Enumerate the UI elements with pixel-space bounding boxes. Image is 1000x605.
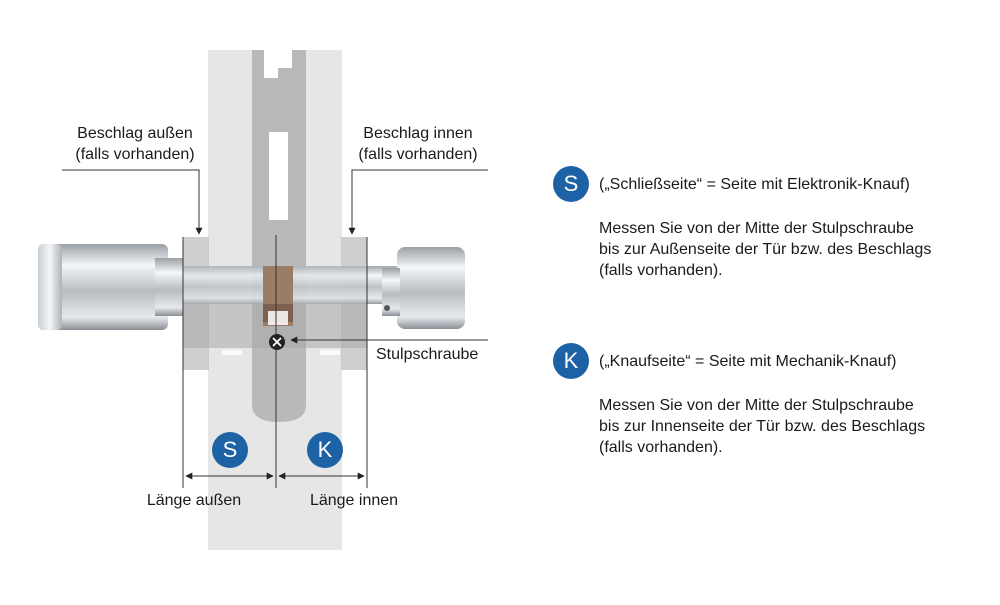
outer-fitting-label-line1: Beschlag außen bbox=[77, 125, 193, 142]
mechanical-knob bbox=[397, 247, 465, 329]
outer-fitting-leader bbox=[62, 169, 203, 235]
legend-k-badge: K bbox=[553, 343, 589, 379]
inner-fitting-label: Beschlag innen (falls vorhanden) bbox=[343, 123, 493, 165]
legend-s-desc-line2: bis zur Außenseite der Tür bzw. des Besc… bbox=[599, 241, 932, 258]
legend-k-description: Messen Sie von der Mitte der Stulpschrau… bbox=[599, 395, 925, 458]
electronic-knob bbox=[38, 244, 168, 330]
legend-s-description: Messen Sie von der Mitte der Stulpschrau… bbox=[599, 218, 931, 281]
lock-faceplate bbox=[252, 50, 306, 422]
legend-s-desc-line1: Messen Sie von der Mitte der Stulpschrau… bbox=[599, 220, 914, 237]
inner-fitting-label-line1: Beschlag innen bbox=[363, 125, 473, 142]
legend-k-desc-line1: Messen Sie von der Mitte der Stulpschrau… bbox=[599, 397, 914, 414]
legend-k-title: („Knaufseite“ = Seite mit Mechanik-Knauf… bbox=[599, 353, 897, 370]
legend-k-desc-line2: bis zur Innenseite der Tür bzw. des Besc… bbox=[599, 418, 926, 435]
length-inner-label: Länge innen bbox=[309, 492, 399, 509]
k-marker: K bbox=[307, 432, 343, 468]
legend-s-badge: S bbox=[553, 166, 589, 202]
faceplate-slot bbox=[269, 132, 288, 220]
legend-s-title: („Schließseite“ = Seite mit Elektronik-K… bbox=[599, 176, 910, 193]
inner-fitting-leader bbox=[348, 169, 488, 235]
s-marker: S bbox=[212, 432, 248, 468]
legend-s-desc-line3: (falls vorhanden). bbox=[599, 262, 723, 279]
length-outer-label: Länge außen bbox=[146, 492, 242, 509]
legend-k-desc-line3: (falls vorhanden). bbox=[599, 439, 723, 456]
outer-fitting-label: Beschlag außen (falls vorhanden) bbox=[60, 123, 210, 165]
faceplate-notch bbox=[264, 50, 292, 78]
screw-label: Stulpschraube bbox=[376, 346, 479, 363]
outer-fitting-label-line2: (falls vorhanden) bbox=[75, 146, 195, 163]
inner-fitting-label-line2: (falls vorhanden) bbox=[358, 146, 478, 163]
